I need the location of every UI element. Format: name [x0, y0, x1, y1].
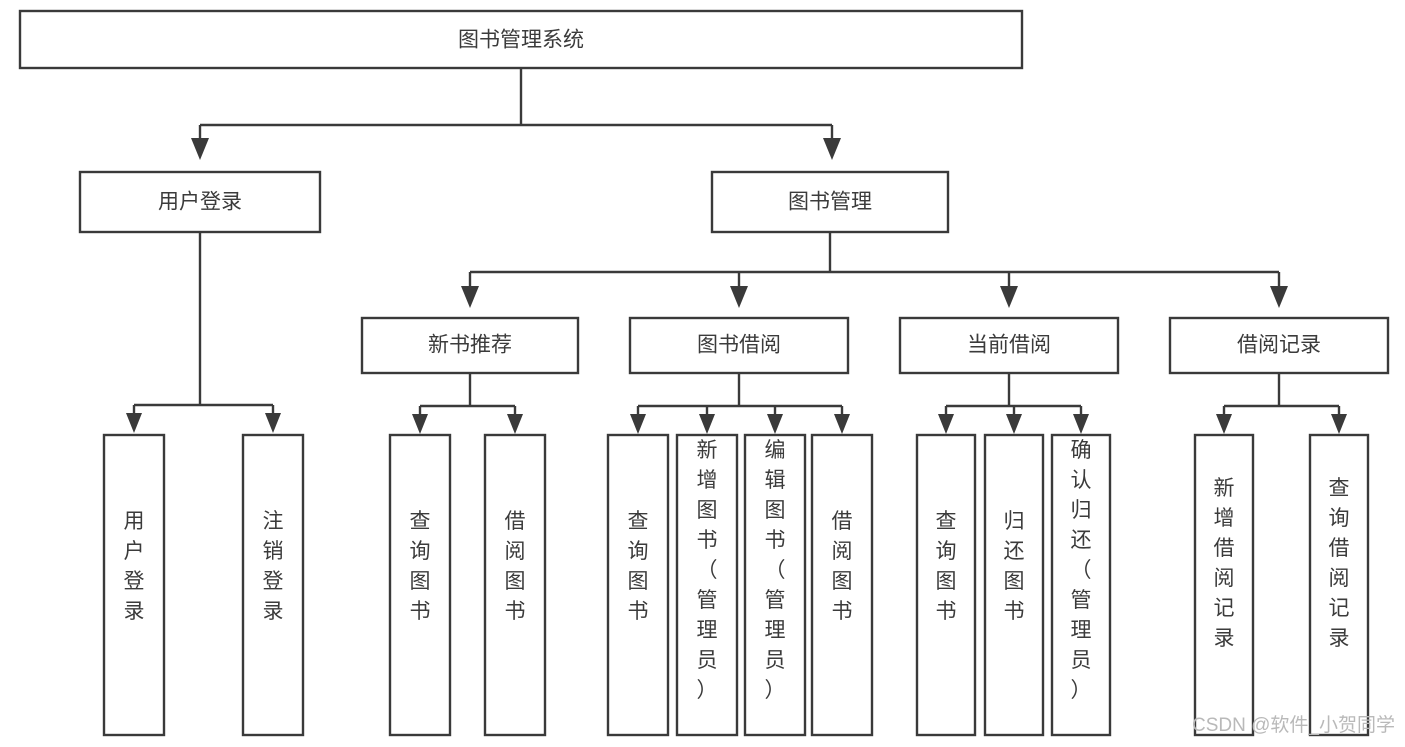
- node-leaf-borrow-book-1-box[interactable]: [483, 433, 547, 737]
- arrow-head-leaf-user-login: [126, 413, 142, 433]
- node-leaf-confirm-return-admin-box[interactable]: [1050, 433, 1112, 737]
- node-leaf-return-book-box[interactable]: [983, 433, 1045, 737]
- node-leaf-add-book-admin[interactable]: 新增图书（管理员）: [675, 433, 739, 737]
- node-new-book-recommend[interactable]: 新书推荐: [360, 316, 580, 375]
- arrow-head-leaf-query-book-3: [938, 414, 954, 434]
- edge-group-user-login: [126, 232, 281, 433]
- node-leaf-edit-book-admin-box[interactable]: [743, 433, 807, 737]
- node-current-borrow-box[interactable]: [898, 316, 1120, 375]
- node-current-borrow-label: 当前借阅: [967, 334, 1051, 357]
- node-book-borrow-box[interactable]: [628, 316, 850, 375]
- edge-group-current-borrow: [938, 373, 1089, 434]
- edge-group-book-mgmt: [461, 232, 1288, 308]
- node-leaf-confirm-return-admin[interactable]: 确认归还（管理员）: [1050, 433, 1112, 737]
- arrow-head-leaf-return-book: [1006, 414, 1022, 434]
- node-leaf-user-login-box[interactable]: [102, 433, 166, 737]
- arrow-head-leaf-edit-book: [767, 414, 783, 434]
- node-leaf-logout-box[interactable]: [241, 433, 305, 737]
- edge-group-root: [191, 68, 841, 160]
- node-root-label: 图书管理系统: [458, 29, 584, 52]
- node-user-login-label: 用户登录: [158, 191, 242, 214]
- node-leaf-add-borrow-record[interactable]: 新增借阅记录: [1193, 433, 1255, 737]
- node-leaf-add-book-admin-box[interactable]: [675, 433, 739, 737]
- arrow-head-current: [1000, 286, 1018, 308]
- node-leaf-add-book-admin-label: 新增图书（管理员）: [697, 439, 718, 702]
- arrow-head-leaf-confirm-return: [1073, 414, 1089, 434]
- node-root-box[interactable]: [18, 9, 1024, 70]
- node-leaf-query-book-2[interactable]: 查询图书: [606, 433, 670, 737]
- node-leaf-query-book-3-label: 查询图书: [936, 510, 957, 623]
- node-leaf-edit-book-admin-label: 编辑图书（管理员）: [765, 439, 786, 702]
- node-book-management[interactable]: 图书管理: [710, 170, 950, 234]
- node-leaf-query-book-1-label: 查询图书: [410, 510, 431, 623]
- node-borrow-records-label: 借阅记录: [1237, 334, 1321, 357]
- node-leaf-logout[interactable]: 注销登录: [241, 433, 305, 737]
- node-leaf-user-login[interactable]: 用户登录: [102, 433, 166, 737]
- node-leaf-query-book-2-label: 查询图书: [628, 510, 649, 623]
- arrow-head-borrow: [730, 286, 748, 308]
- node-user-login[interactable]: 用户登录: [78, 170, 322, 234]
- node-leaf-edit-book-admin[interactable]: 编辑图书（管理员）: [743, 433, 807, 737]
- node-leaf-query-book-1-box[interactable]: [388, 433, 452, 737]
- node-leaf-query-borrow-record[interactable]: 查询借阅记录: [1308, 433, 1370, 737]
- node-leaf-borrow-book-2[interactable]: 借阅图书: [810, 433, 874, 737]
- arrow-head-leaf-borrow-book-1: [507, 414, 523, 434]
- node-leaf-query-book-3-box[interactable]: [915, 433, 977, 737]
- node-root-system[interactable]: 图书管理系统: [18, 9, 1024, 70]
- edge-group-borrow-records: [1216, 373, 1347, 434]
- node-borrow-records[interactable]: 借阅记录: [1168, 316, 1390, 375]
- arrow-head-book-mgmt: [823, 138, 841, 160]
- csdn-watermark: CSDN @软件_小贺同学: [1192, 714, 1395, 736]
- arrow-head-user-login: [191, 138, 209, 160]
- node-leaf-confirm-return-admin-label: 确认归还（管理员）: [1071, 439, 1092, 702]
- node-leaf-borrow-book-2-box[interactable]: [810, 433, 874, 737]
- node-leaf-query-book-1[interactable]: 查询图书: [388, 433, 452, 737]
- node-leaf-borrow-book-1[interactable]: 借阅图书: [483, 433, 547, 737]
- node-leaf-logout-label: 注销登录: [263, 510, 284, 623]
- node-borrow-records-box[interactable]: [1168, 316, 1390, 375]
- node-current-borrow[interactable]: 当前借阅: [898, 316, 1120, 375]
- node-leaf-query-book-2-box[interactable]: [606, 433, 670, 737]
- edge-group-new-book: [412, 373, 523, 434]
- node-leaf-add-borrow-record-box[interactable]: [1193, 433, 1255, 737]
- node-new-book-recommend-label: 新书推荐: [428, 334, 512, 357]
- arrow-head-leaf-add-book: [699, 414, 715, 434]
- arrow-head-records: [1270, 286, 1288, 308]
- node-book-management-label: 图书管理: [788, 191, 872, 214]
- arrow-head-leaf-query-record: [1331, 414, 1347, 434]
- node-leaf-user-login-label: 用户登录: [124, 510, 145, 623]
- node-leaf-return-book[interactable]: 归还图书: [983, 433, 1045, 737]
- node-book-borrow[interactable]: 图书借阅: [628, 316, 850, 375]
- arrow-head-newbook: [461, 286, 479, 308]
- node-leaf-query-book-3[interactable]: 查询图书: [915, 433, 977, 737]
- node-leaf-borrow-book-1-label: 借阅图书: [505, 510, 526, 623]
- node-book-management-box[interactable]: [710, 170, 950, 234]
- node-book-borrow-label: 图书借阅: [697, 334, 781, 357]
- arrow-head-leaf-query-book-2: [630, 414, 646, 434]
- arrow-head-leaf-add-record: [1216, 414, 1232, 434]
- node-leaf-borrow-book-2-label: 借阅图书: [832, 510, 853, 623]
- node-leaf-query-borrow-record-box[interactable]: [1308, 433, 1370, 737]
- edge-group-book-borrow: [630, 373, 850, 434]
- arrow-head-leaf-logout: [265, 413, 281, 433]
- node-leaf-return-book-label: 归还图书: [1004, 510, 1025, 623]
- node-new-book-recommend-box[interactable]: [360, 316, 580, 375]
- arrow-head-leaf-borrow-book-2: [834, 414, 850, 434]
- node-user-login-box[interactable]: [78, 170, 322, 234]
- arrow-head-leaf-query-book-1: [412, 414, 428, 434]
- node-leaf-query-borrow-record-label: 查询借阅记录: [1329, 477, 1350, 650]
- node-leaf-add-borrow-record-label: 新增借阅记录: [1214, 477, 1235, 650]
